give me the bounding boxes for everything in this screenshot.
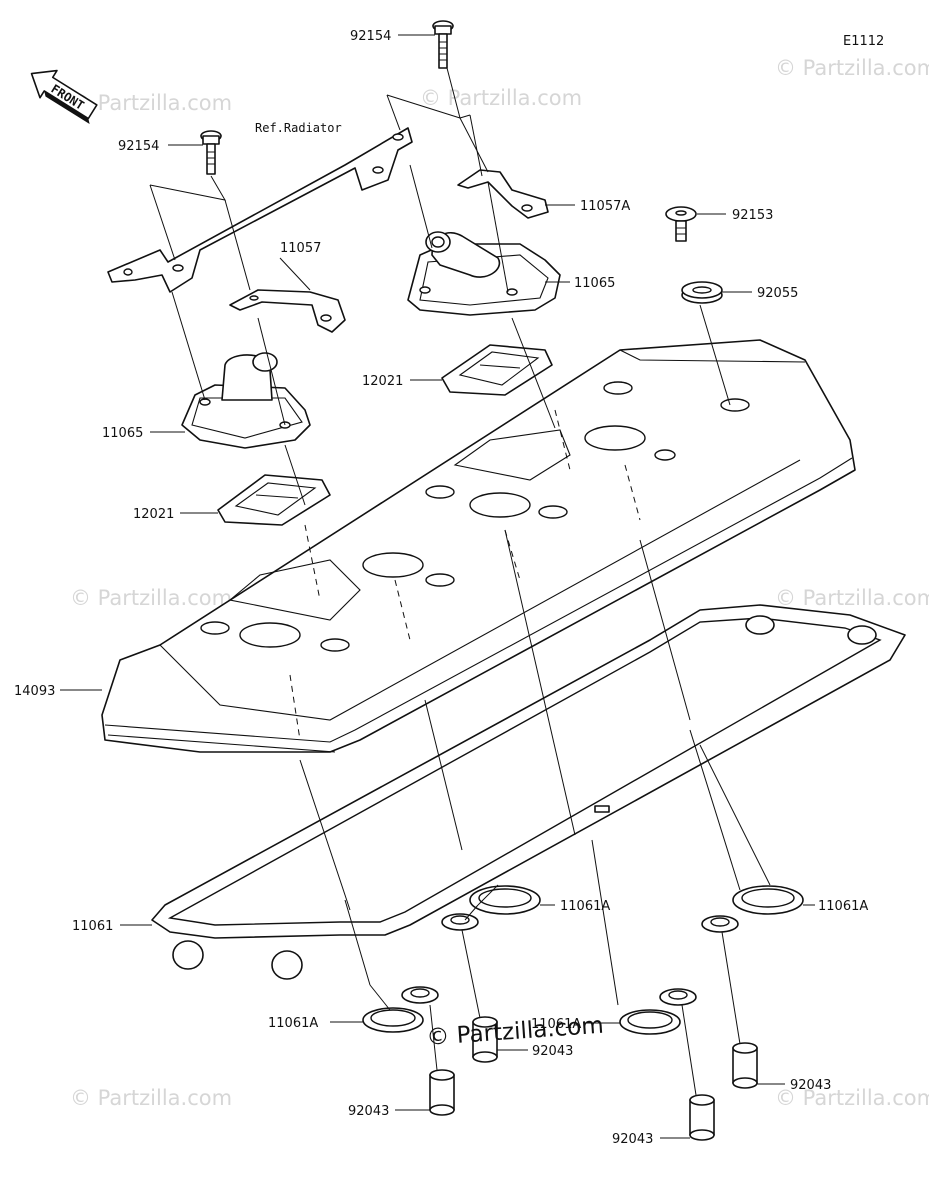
ref-radiator-note: Ref.Radiator	[255, 121, 342, 135]
label-11061A-3[interactable]: 11061A	[531, 1017, 581, 1032]
watermark-2: © Partzilla.com	[420, 86, 582, 110]
dowel-pin-92043-1[interactable]	[429, 1069, 455, 1116]
washer-92055[interactable]	[681, 281, 723, 304]
label-14093[interactable]: 14093	[14, 684, 55, 699]
label-11061[interactable]: 11061	[72, 919, 113, 934]
gasket-12021-left[interactable]	[217, 474, 331, 526]
gasket-12021-right[interactable]	[441, 344, 553, 396]
label-11061A-2[interactable]: 11061A	[560, 899, 610, 914]
label-92055[interactable]: 92055	[757, 286, 798, 301]
watermark-3: © Partzilla.com	[775, 56, 929, 80]
label-11065-left[interactable]: 11065	[102, 426, 143, 441]
label-92154-top[interactable]: 92154	[350, 29, 391, 44]
label-11065-right[interactable]: 11065	[574, 276, 615, 291]
label-92043-4[interactable]: 92043	[790, 1078, 831, 1093]
ring-gasket-11061A-1[interactable]	[362, 986, 439, 1033]
head-cover-gasket-11061[interactable]	[151, 604, 906, 980]
label-11057A[interactable]: 11057A	[580, 199, 630, 214]
label-12021-left[interactable]: 12021	[133, 507, 174, 522]
watermark-dark: © Partzilla.com	[426, 1013, 605, 1051]
label-12021-right[interactable]: 12021	[362, 374, 403, 389]
ring-gasket-11061A-2[interactable]	[441, 885, 541, 931]
bracket-11057A[interactable]	[457, 169, 549, 219]
label-92043-1[interactable]: 92043	[348, 1104, 389, 1119]
watermark-6: © Partzilla.com	[775, 586, 929, 610]
label-11061A-1[interactable]: 11061A	[268, 1016, 318, 1031]
part-labels: 92154 92154 11057A 11057 92153 11065 920…	[14, 29, 868, 1147]
dowel-pin-92043-3[interactable]	[689, 1094, 715, 1141]
dowel-pin-92043-2[interactable]	[472, 1016, 498, 1063]
label-92154-left[interactable]: 92154	[118, 139, 159, 154]
leader-lines	[60, 34, 815, 1139]
assembly-lines	[149, 67, 771, 1096]
ring-gasket-11061A-3[interactable]	[619, 988, 697, 1035]
watermark-7: © Partzilla.com	[70, 1086, 232, 1110]
watermark-8: © Partzilla.com	[775, 1086, 929, 1110]
cylinder-head-cover-14093[interactable]	[101, 339, 856, 753]
label-11057[interactable]: 11057	[280, 241, 321, 256]
bolt-92154-left[interactable]	[200, 130, 222, 175]
watermark-1: © Partzilla.com	[70, 91, 232, 115]
label-11061A-4[interactable]: 11061A	[818, 899, 868, 914]
diagram-code: E1112	[843, 34, 884, 49]
watermark-4: © Partzilla.com	[70, 586, 232, 610]
bolt-92153[interactable]	[665, 206, 697, 242]
label-92043-3[interactable]: 92043	[612, 1132, 653, 1147]
label-92153[interactable]: 92153	[732, 208, 773, 223]
bolt-92154-top[interactable]	[432, 20, 454, 69]
bracket-11057[interactable]	[229, 289, 346, 333]
ring-gasket-11061A-4[interactable]	[701, 885, 804, 933]
label-92043-2[interactable]: 92043	[532, 1044, 573, 1059]
front-direction-arrow: FRONT	[30, 69, 98, 125]
breather-cover-11065-left[interactable]	[181, 352, 311, 449]
dowel-pin-92043-4[interactable]	[732, 1042, 758, 1089]
radiator-bracket[interactable]	[107, 127, 413, 293]
breather-cover-11065-right[interactable]	[407, 231, 561, 316]
